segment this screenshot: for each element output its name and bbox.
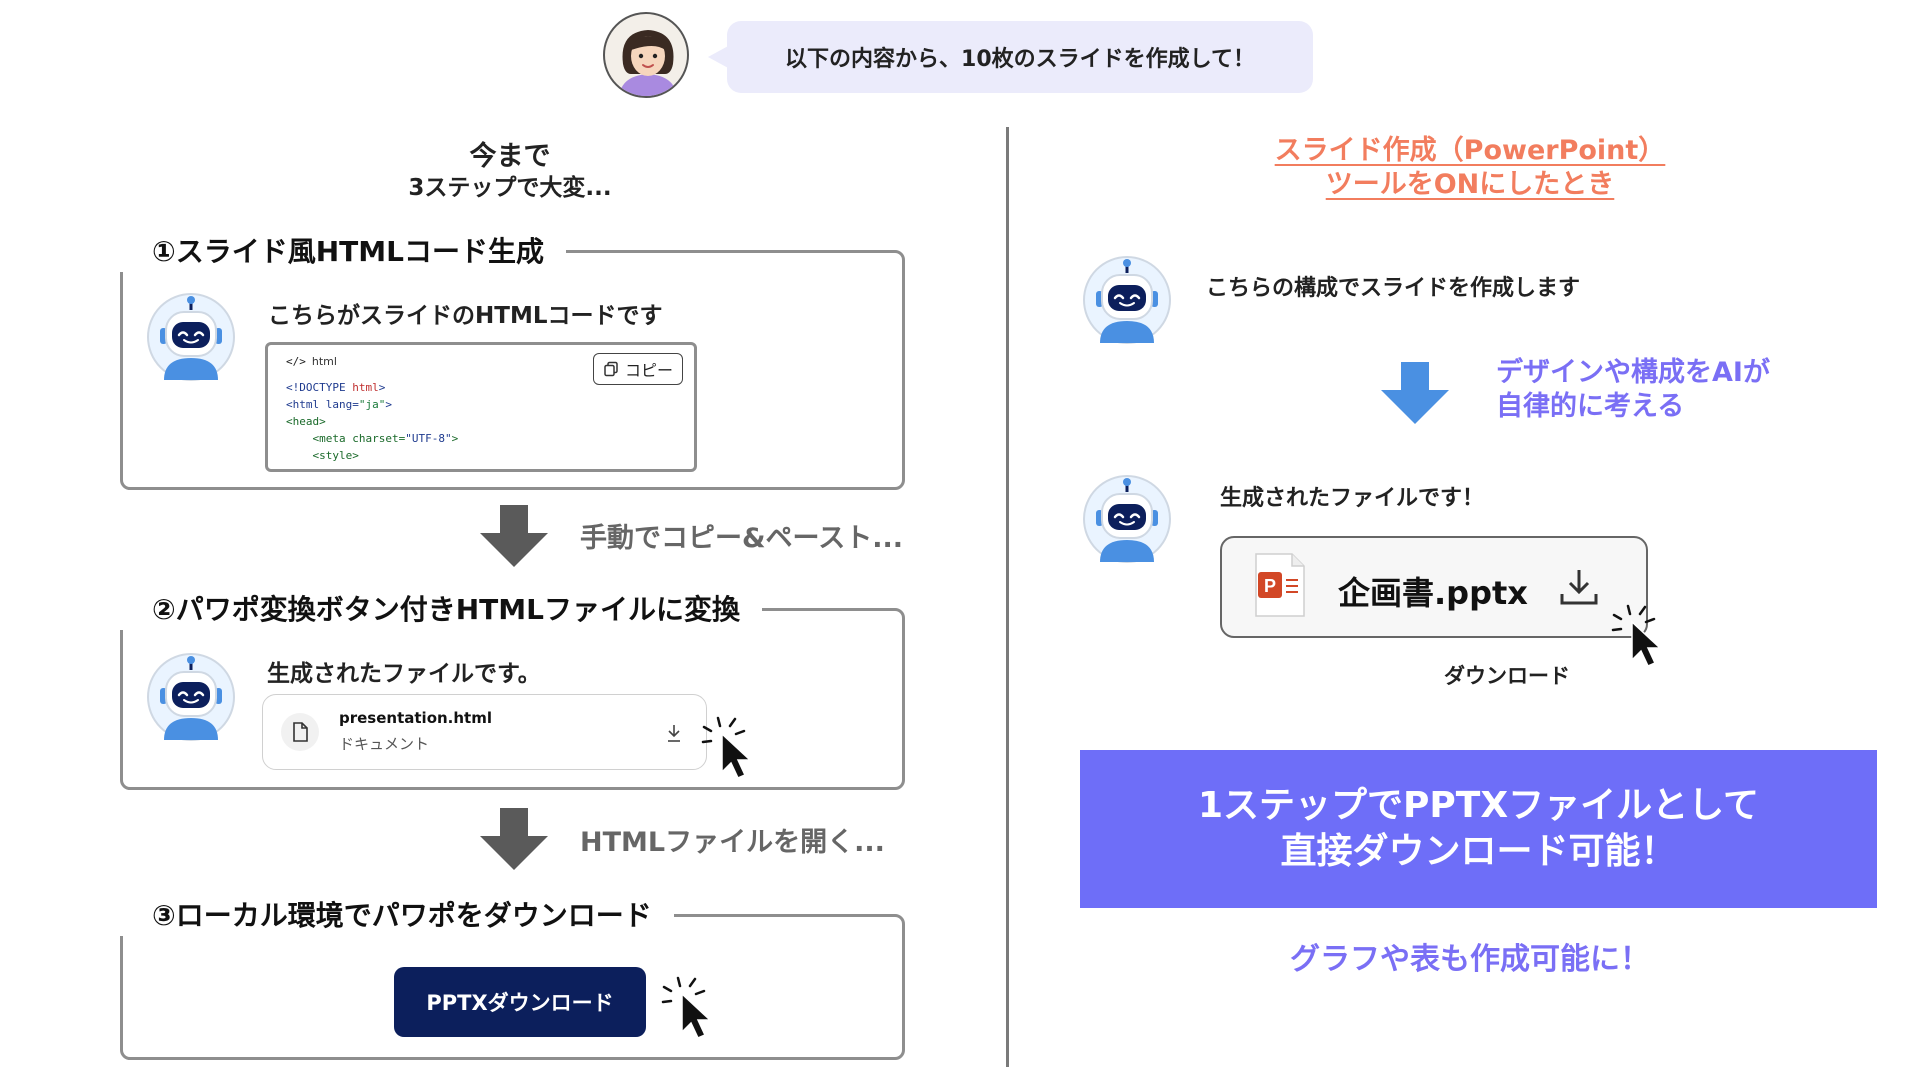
code-lines: <!DOCTYPE html> <html lang="ja"> <head> … <box>286 379 458 464</box>
code-icon: </> <box>286 355 306 368</box>
robot-icon <box>1082 474 1172 564</box>
right-header-line2: ツールをONにしたとき <box>1325 169 1615 200</box>
center-divider <box>1006 127 1009 1067</box>
code-line: <style> <box>286 449 359 462</box>
file-card[interactable]: presentation.html ドキュメント <box>262 694 707 770</box>
banner-line1: 1ステップでPPTXファイルとして <box>1197 785 1760 826</box>
left-header-title: 今まで <box>469 141 551 172</box>
step1-note: 手動でコピー&ペースト... <box>580 523 903 554</box>
pptx-download-button[interactable]: PPTXダウンロード <box>394 967 646 1037</box>
arrow-down-icon <box>480 505 548 567</box>
step3-title: ③ローカル環境でパワポをダウンロード <box>120 896 674 936</box>
step2-message: 生成されたファイルです。 <box>267 661 541 687</box>
document-icon <box>281 713 319 751</box>
step2-title: ②パワポ変換ボタン付きHTMLファイルに変換 <box>120 590 762 630</box>
download-label: ダウンロード <box>1444 664 1570 688</box>
cursor-click-icon <box>701 716 752 780</box>
arrow-down-icon <box>480 808 548 870</box>
step1-title: ①スライド風HTMLコード生成 <box>120 232 566 272</box>
user-avatar-icon <box>603 12 689 98</box>
code-block: </> html コピー <!DOCTYPE html> <html lang=… <box>265 342 697 472</box>
arrow-down-icon <box>1381 362 1449 424</box>
cursor-click-icon <box>1611 604 1662 668</box>
one-step-banner: 1ステップでPPTXファイルとして 直接ダウンロード可能！ <box>1080 750 1877 908</box>
robot-icon <box>1082 255 1172 345</box>
code-line: <html lang="ja"> <box>286 398 392 411</box>
banner-line2: 直接ダウンロード可能！ <box>1280 831 1677 872</box>
step1-message: こちらがスライドのHTMLコードです <box>268 303 663 329</box>
ai-note-line1: デザインや構成をAIが <box>1496 357 1770 388</box>
prompt-bubble: 以下の内容から、10枚のスライドを作成して！ <box>727 21 1313 93</box>
file-name: presentation.html <box>339 709 492 727</box>
code-language: html <box>311 355 337 368</box>
download-icon[interactable] <box>665 723 683 743</box>
footer-note: グラフや表も作成可能に！ <box>1290 942 1650 977</box>
code-line: <meta charset="UTF-8"> <box>286 432 459 445</box>
copy-button[interactable]: コピー <box>593 353 683 385</box>
left-header-subtitle: 3ステップで大変... <box>408 175 612 201</box>
copy-label: コピー <box>624 361 673 380</box>
right-header-line1: スライド作成（PowerPoint） <box>1274 135 1666 166</box>
file-type: ドキュメント <box>339 735 430 753</box>
right-message2: 生成されたファイルです！ <box>1220 486 1485 511</box>
step2-note: HTMLファイルを開く... <box>580 827 885 858</box>
cursor-click-icon <box>661 976 712 1040</box>
right-header: スライド作成（PowerPoint） ツールをONにしたとき <box>1230 134 1710 202</box>
svg-text:P: P <box>1264 576 1276 596</box>
right-message1: こちらの構成でスライドを作成します <box>1206 276 1581 301</box>
ai-note: デザインや構成をAIが 自律的に考える <box>1496 356 1770 424</box>
pptx-file-name: 企画書.pptx <box>1338 574 1528 612</box>
code-line: <head> <box>286 415 326 428</box>
powerpoint-file-icon: P <box>1252 552 1308 622</box>
download-icon[interactable] <box>1558 566 1600 608</box>
robot-icon <box>146 292 236 382</box>
code-line: <!DOCTYPE html> <box>286 381 386 394</box>
robot-icon <box>146 652 236 742</box>
ai-note-line2: 自律的に考える <box>1496 391 1685 422</box>
bubble-tail <box>708 45 730 69</box>
copy-icon <box>604 361 618 377</box>
